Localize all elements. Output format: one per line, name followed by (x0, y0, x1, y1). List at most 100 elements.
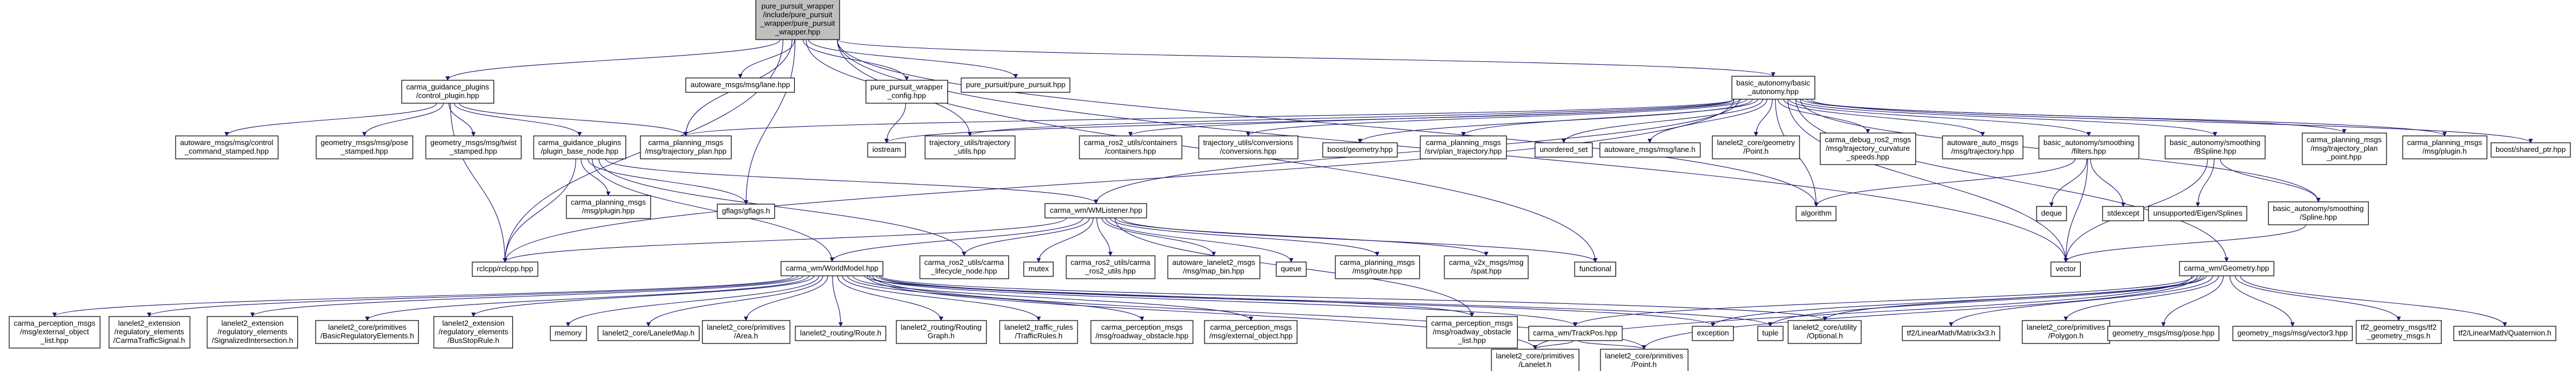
node-trajpt[interactable]: carma_planning_msgs/msg/trajectory_plan_… (2302, 132, 2387, 165)
node-trafficsig[interactable]: lanelet2_extension/regulatory_elements/C… (108, 316, 191, 349)
node-containers[interactable]: carma_ros2_utils/containers/containers.h… (1079, 135, 1183, 159)
node-eigensp[interactable]: unsupported/Eigen/Splines (2148, 206, 2247, 221)
node-msgplugin2[interactable]: carma_planning_msgs/msg/plugin.hpp (566, 195, 651, 219)
node-lane[interactable]: autoware_msgs/msg/lane.hpp (685, 77, 795, 93)
node-extobjlist[interactable]: carma_perception_msgs/msg/external_objec… (9, 316, 100, 349)
node-ctrlcmd[interactable]: autoware_msgs/msg/control_command_stampe… (175, 135, 279, 159)
edge-geometry-to-optional (1823, 275, 2207, 321)
node-quaternion[interactable]: tf2/LinearMath/Quaternion.h (2453, 326, 2556, 341)
node-sharedptr[interactable]: boost/shared_ptr.hpp (2490, 142, 2571, 158)
node-routepp[interactable]: carma_planning_msgs/msg/route.hpp (1335, 255, 1420, 279)
edge-wml-to-rosutils (1096, 217, 1113, 256)
node-root[interactable]: pure_pursuit_wrapper/include/pure_pursui… (755, 0, 840, 40)
edge-wml-to-worldmodel (830, 217, 1083, 262)
edge-plugin-to-trajplan (459, 103, 688, 136)
node-ppwcfg[interactable]: pure_pursuit_wrapper_config.hpp (865, 80, 949, 104)
node-lanelet[interactable]: lanelet2_core/primitives/Lanelet.h (1491, 349, 1580, 371)
node-label: carma_wm/WMListener.hpp (1050, 206, 1142, 214)
edge-pluginbase-to-lifecycle (598, 158, 966, 256)
node-route[interactable]: lanelet2_routing/Route.h (795, 326, 887, 341)
node-gflags[interactable]: gflags/gflags.h (717, 204, 775, 219)
node-llmap[interactable]: lanelet2_core/LaneletMap.h (597, 326, 700, 341)
node-box (1600, 349, 1689, 371)
node-box (2148, 206, 2247, 221)
node-twiststamped[interactable]: geometry_msgs/msg/twist_stamped.hpp (425, 135, 522, 159)
node-vector3[interactable]: geometry_msgs/msg/vector3.hpp (2232, 326, 2353, 341)
node-unordset[interactable]: unordered_set (1534, 142, 1593, 158)
node-box (999, 320, 1078, 344)
node-basic[interactable]: basic_autonomy/basic_autonomy.hpp (1731, 76, 1816, 100)
node-polygon[interactable]: lanelet2_core/primitives/Polygon.h (2022, 320, 2111, 344)
node-planmsgs[interactable]: carma_planning_msgs/srv/plan_trajectory.… (1420, 135, 1507, 159)
edge-root-to-pp (808, 39, 1018, 79)
node-vector[interactable]: vector (2050, 261, 2081, 277)
node-label: carma_guidance_plugins (406, 83, 489, 91)
node-algorithm[interactable]: algorithm (1796, 206, 1837, 221)
node-trajplan[interactable]: carma_planning_msgs/msg/trajectory_plan.… (640, 135, 732, 159)
node-trackpos[interactable]: carma_wm/TrackPos.hpp (1528, 326, 1623, 341)
edge-geometry-to-point (1642, 275, 2198, 350)
edge-worldmodel-to-area (744, 275, 829, 321)
node-memory[interactable]: memory (550, 326, 587, 341)
node-tuple[interactable]: tuple (1757, 326, 1784, 341)
node-box (1820, 132, 1916, 165)
node-wml[interactable]: carma_wm/WMListener.hpp (1044, 203, 1147, 218)
edge-basic-to-trajplan (683, 99, 1735, 136)
node-mutex[interactable]: mutex (1023, 261, 1054, 277)
node-filters[interactable]: basic_autonomy/smoothing/filters.hpp (2038, 135, 2139, 159)
node-box (425, 135, 522, 159)
node-stdexcept[interactable]: stdexcept (2102, 206, 2144, 221)
node-queue[interactable]: queue (1276, 261, 1307, 277)
node-label: /msg/roadway_obstacle (1433, 327, 1512, 336)
node-curvature[interactable]: carma_debug_ros2_msgs/msg/trajectory_cur… (1820, 132, 1916, 165)
node-spat[interactable]: carma_v2x_msgs/msg/spat.hpp (1444, 255, 1529, 279)
node-msgplugin[interactable]: carma_planning_msgs/msg/plugin.h (2402, 135, 2488, 159)
node-trajutils[interactable]: trajectory_utils/trajectory_utils.hpp (924, 135, 1016, 159)
node-busstop[interactable]: lanelet2_extension/regulatory_elements/B… (433, 316, 513, 349)
node-box (175, 135, 279, 159)
node-basicreg[interactable]: lanelet2_core/primitives/BasicRegulatory… (315, 320, 419, 344)
node-worldmodel[interactable]: carma_wm/WorldModel.hpp (780, 261, 884, 276)
node-box (472, 261, 538, 277)
node-label: tf2/LinearMath/Quaternion.h (2458, 329, 2551, 337)
node-pluginbase[interactable]: carma_guidance_plugins/plugin_base_node.… (533, 135, 627, 159)
node-pp[interactable]: pure_pursuit/pure_pursuit.hpp (961, 77, 1071, 93)
node-boostgeom[interactable]: boost/geometry.hpp (1322, 142, 1398, 158)
node-point[interactable]: lanelet2_core/primitives/Point.h (1600, 349, 1689, 371)
node-geometry[interactable]: carma_wm/Geometry.hpp (2179, 261, 2275, 276)
node-roadobslist[interactable]: carma_perception_msgs/msg/roadway_obstac… (1426, 316, 1518, 349)
node-matrix3x3[interactable]: tf2/LinearMath/Matrix3x3.h (1902, 326, 2000, 341)
node-mapbin[interactable]: autoware_lanelet2_msgs/msg/map_bin.hpp (1167, 255, 1261, 279)
node-pose[interactable]: geometry_msgs/msg/pose.hpp (2107, 326, 2220, 341)
node-posestamped[interactable]: geometry_msgs/msg/pose_stamped.hpp (316, 135, 414, 159)
node-area[interactable]: lanelet2_core/primitives/Area.h (702, 320, 791, 344)
node-conversions[interactable]: trajectory_utils/conversions/conversions… (1198, 135, 1299, 159)
node-label: pure_pursuit_wrapper (761, 2, 834, 10)
node-sigintersect[interactable]: lanelet2_extension/regulatory_elements/S… (207, 316, 298, 349)
node-rosutils[interactable]: carma_ros2_utils/carma_ros2_utils.hpp (1066, 255, 1156, 279)
node-box (1788, 320, 1862, 344)
node-roadobs[interactable]: carma_perception_msgs/msg/roadway_obstac… (1090, 320, 1194, 344)
node-awlane2[interactable]: autoware_msgs/msg/lane.h (1599, 142, 1701, 158)
node-plugin[interactable]: carma_guidance_plugins/control_plugin.hp… (401, 80, 495, 104)
node-awtraj[interactable]: autoware_auto_msgs/msg/trajectory.hpp (1942, 135, 2023, 159)
node-rclcpp[interactable]: rclcpp/rclcpp.hpp (472, 261, 538, 277)
node-label: carma_perception_msgs (14, 319, 96, 327)
node-spline[interactable]: basic_autonomy/smoothing/Spline.hpp (2268, 201, 2369, 225)
node-lifecycle[interactable]: carma_ros2_utils/carma_lifecycle_node.hp… (919, 255, 1009, 279)
node-deque[interactable]: deque (2036, 206, 2067, 221)
node-optional[interactable]: lanelet2_core/utility/Optional.h (1788, 320, 1862, 344)
node-iostream[interactable]: iostream (867, 142, 906, 158)
node-bspline[interactable]: basic_autonomy/smoothing/BSpline.hpp (2165, 135, 2266, 159)
node-label: unordered_set (1540, 145, 1588, 154)
node-functional[interactable]: functional (1574, 261, 1617, 277)
node-extobj[interactable]: carma_perception_msgs/msg/external_objec… (1204, 320, 1297, 344)
edge-basic-to-llpoint (1754, 99, 1773, 136)
node-tf2geom[interactable]: tf2_geometry_msgs/tf2_geometry_msgs.h (2356, 320, 2442, 344)
node-box (702, 320, 791, 344)
node-trafficrules[interactable]: lanelet2_traffic_rules/TrafficRules.h (999, 320, 1078, 344)
node-box (1420, 135, 1507, 159)
node-exception[interactable]: exception (1692, 326, 1734, 341)
node-llpoint[interactable]: lanelet2_core/geometry/Point.h (1712, 135, 1800, 159)
